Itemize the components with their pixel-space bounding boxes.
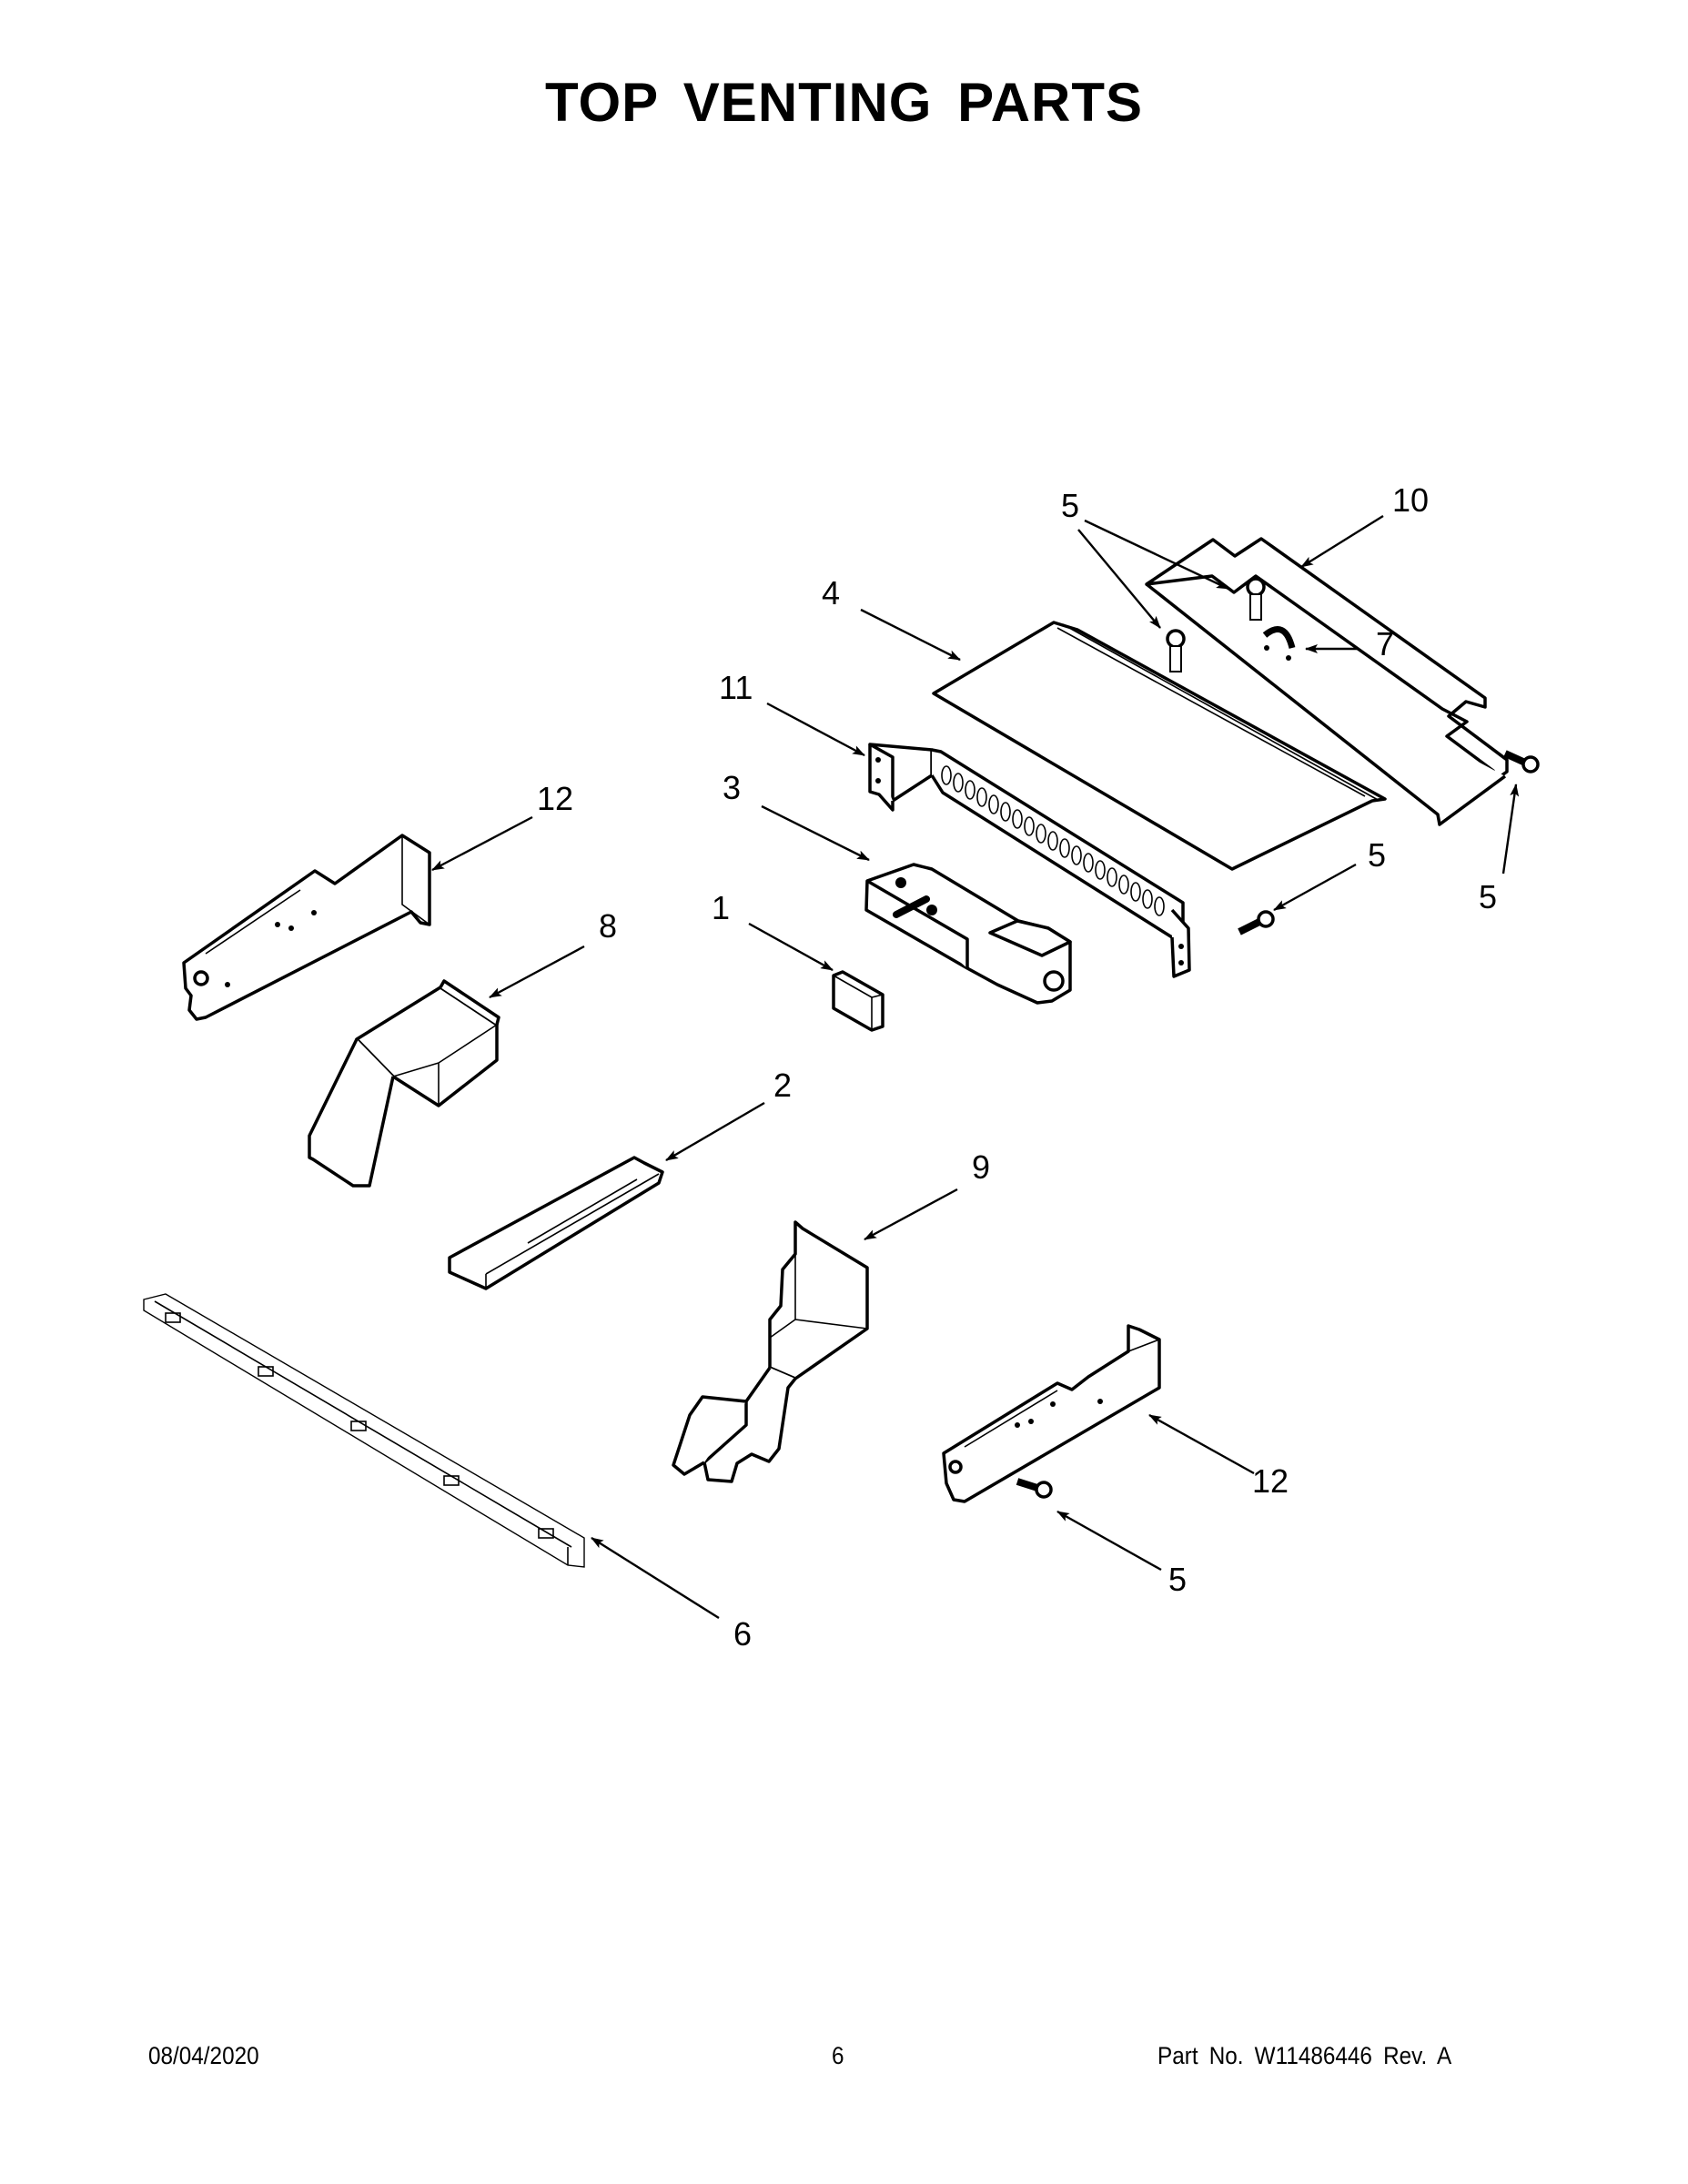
callout-10: 10 xyxy=(1392,481,1429,519)
screw-icon xyxy=(1503,750,1540,774)
screw-icon xyxy=(1166,629,1186,672)
callout-7: 7 xyxy=(1376,625,1394,662)
part-5-screws xyxy=(1016,577,1540,1499)
callout-9: 9 xyxy=(972,1148,990,1186)
footer-part-number: Part No. W11486446 Rev. A xyxy=(1157,2042,1452,2069)
callout-3: 3 xyxy=(723,769,741,806)
part-1-insulation-block xyxy=(832,970,884,1032)
callout-5: 5 xyxy=(1368,836,1386,874)
part-11-duct-bracket xyxy=(868,743,1191,978)
part-8-air-duct-elbow xyxy=(308,979,500,1188)
part-7-wire-clip xyxy=(1262,626,1296,661)
callout-5: 5 xyxy=(1168,1561,1187,1598)
callout-8: 8 xyxy=(599,907,617,945)
part-4-deflector-plate xyxy=(932,621,1387,871)
callout-1: 1 xyxy=(712,889,730,926)
callout-11: 11 xyxy=(719,669,753,706)
footer-page-number: 6 xyxy=(832,2042,844,2069)
callout-5: 5 xyxy=(1061,487,1079,524)
callout-2: 2 xyxy=(773,1067,792,1104)
part-12-side-bracket-left xyxy=(182,834,431,1021)
callout-labels: 10 5 4 7 11 3 12 5 5 1 8 2 9 12 5 6 xyxy=(537,481,1497,1653)
screw-icon xyxy=(1246,577,1266,621)
callout-5: 5 xyxy=(1479,878,1497,915)
part-12-side-bracket-right xyxy=(942,1324,1161,1503)
callout-6: 6 xyxy=(733,1615,752,1653)
part-2-vent-channel xyxy=(448,1156,664,1290)
part-9-duct-cradle xyxy=(672,1220,869,1483)
leader-lines xyxy=(431,514,1520,1620)
callout-12: 12 xyxy=(537,780,573,817)
footer-date: 08/04/2020 xyxy=(148,2042,259,2069)
page-title: TOP VENTING PARTS xyxy=(544,72,1144,133)
screw-icon xyxy=(1016,1478,1053,1499)
callout-12: 12 xyxy=(1252,1462,1289,1500)
part-3-fan-motor xyxy=(864,863,1072,1005)
callout-4: 4 xyxy=(822,574,840,612)
part-6-vent-trim-strip xyxy=(143,1293,585,1568)
screw-icon xyxy=(1238,910,1275,935)
